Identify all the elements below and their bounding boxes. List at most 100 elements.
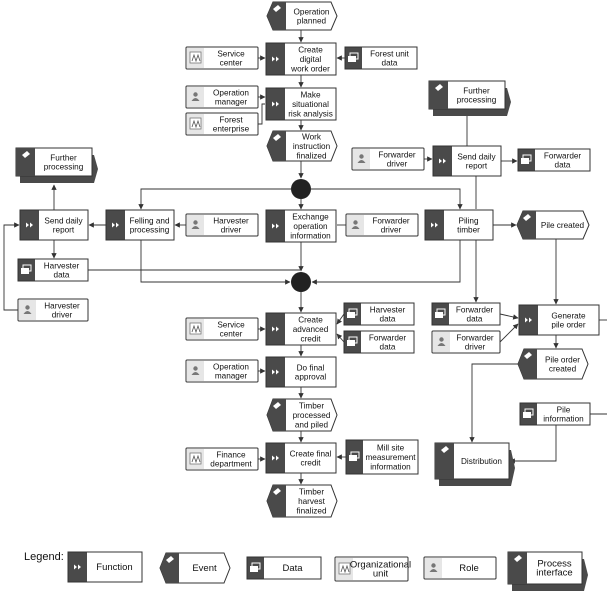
operation-planned-label-1: Operation [294, 7, 330, 16]
legend-role-label-1: Role [459, 563, 479, 574]
flow-arrow [140, 240, 291, 285]
flow-arrow [311, 240, 461, 285]
piling-timber-label-2: timber [457, 226, 480, 235]
send-report-left-label-1: Send daily [44, 216, 83, 225]
connector-and-top [291, 179, 311, 199]
harvester-data-center-label-1: Harvester [370, 305, 406, 314]
create-work-order-label-3: work order [290, 64, 330, 73]
operation-planned-label-2: planned [297, 17, 327, 26]
harvester-driver-2-label-2: driver [52, 311, 73, 320]
make-risk-analysis-label-1: Make [300, 91, 320, 100]
operation-manager-2-label-2: manager [215, 372, 248, 381]
timber-harvest-finalized-label-3: finalized [296, 506, 326, 515]
do-final-approval-label-1: Do final [297, 363, 325, 372]
service-center-2-label-2: center [220, 330, 243, 339]
distribution-node: Distribution [434, 442, 515, 486]
mill-site-info-label-2: measurement [365, 453, 416, 462]
legend-role-node: Role [423, 556, 497, 580]
forwarder-data-center-label-2: data [380, 343, 396, 352]
legend-process-label-1: Process [537, 558, 572, 569]
generate-pile-order-label-2: pile order [551, 321, 585, 330]
harvester-driver-1-label-2: driver [221, 226, 242, 235]
assign-line [336, 333, 345, 343]
forwarder-data-right-label-2: data [467, 315, 483, 324]
create-final-credit-label-2: credit [300, 459, 321, 468]
legend-org-label-2: unit [373, 569, 389, 580]
finance-department-label-2: department [210, 460, 252, 469]
flow-arrow [469, 363, 518, 443]
legend-title: Legend: [24, 551, 64, 563]
timber-processed-label-3: and piled [295, 420, 329, 429]
timber-harvest-finalized-label-1: Timber [299, 488, 324, 497]
service-center-1-label-1: Service [217, 49, 245, 58]
work-instruction-label-3: finalized [296, 151, 326, 160]
further-processing-right-label-1: Further [463, 86, 490, 95]
send-report-left-label-2: report [53, 226, 75, 235]
send-report-right-label-1: Send daily [457, 152, 496, 161]
harvester-driver-2-label-1: Harvester [44, 301, 80, 310]
exchange-info-label-2: operation [293, 222, 328, 231]
operation-manager-1-label-2: manager [215, 98, 248, 107]
assign-line [499, 313, 519, 320]
assign-line [258, 103, 265, 125]
pile-order-created-label-2: created [549, 365, 577, 374]
piling-timber-label-1: Piling [458, 216, 478, 225]
further-processing-right-label-2: processing [457, 96, 497, 105]
legend-org-label-1: Organizational [350, 559, 411, 570]
create-advanced-credit-label-2: advanced [293, 325, 329, 334]
connector-layer [3, 30, 607, 485]
create-advanced-credit-label-1: Create [298, 316, 323, 325]
timber-harvest-finalized-label-2: harvest [298, 497, 326, 506]
legend-data-node: Data [246, 556, 322, 580]
forwarder-driver-top-label-1: Forwarder [378, 150, 416, 159]
forwarder-data-center-label-1: Forwarder [369, 333, 407, 342]
flow-arrow [509, 425, 557, 464]
forest-unit-data-label-1: Forest unit [370, 49, 409, 58]
do-final-approval-label-2: approval [295, 373, 327, 382]
pile-created-node: Pile created [516, 210, 590, 240]
service-center-1-label-2: center [220, 59, 243, 68]
felling-label-1: Felling and [129, 216, 170, 225]
operation-manager-2-label-1: Operation [213, 362, 249, 371]
harvester-data-center-label-2: data [380, 315, 396, 324]
further-processing-left-label-1: Further [50, 153, 77, 162]
legend-function-node: Function [67, 551, 143, 583]
generate-pile-order-label-1: Generate [551, 311, 586, 320]
legend-process-label-2: interface [536, 568, 572, 579]
forest-enterprise-label-2: enterprise [213, 125, 250, 134]
create-work-order-label-2: digital [300, 55, 322, 64]
exchange-info-label-3: information [290, 231, 331, 240]
forwarder-driver-right-label-1: Forwarder [456, 333, 494, 342]
legend-data-label-1: Data [282, 563, 303, 574]
